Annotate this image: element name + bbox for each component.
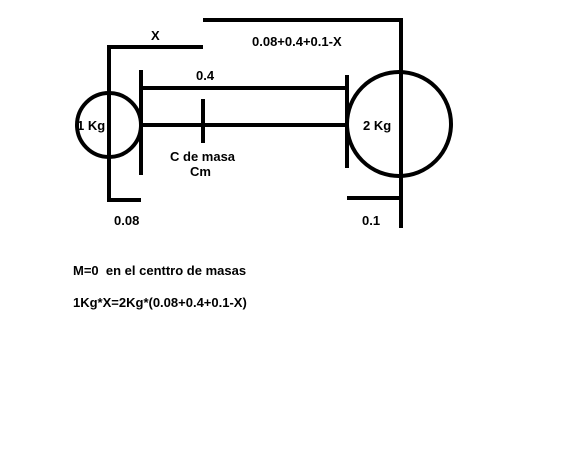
small-radius-label: 0.08 [114, 213, 139, 228]
center-of-mass-label: C de masa [170, 149, 236, 164]
mass-large-label: 2 Kg [363, 118, 391, 133]
center-of-mass-sublabel: Cm [190, 164, 211, 179]
mass-small-label: 1 Kg [77, 118, 105, 133]
moment-equation: M=0 en el centtro de masas [73, 263, 246, 278]
x-label: X [151, 28, 160, 43]
balance-equation: 1Kg*X=2Kg*(0.08+0.4+0.1-X) [73, 295, 247, 310]
distance-expr-label: 0.08+0.4+0.1-X [252, 34, 342, 49]
large-radius-label: 0.1 [362, 213, 380, 228]
bar-length-label: 0.4 [196, 68, 215, 83]
